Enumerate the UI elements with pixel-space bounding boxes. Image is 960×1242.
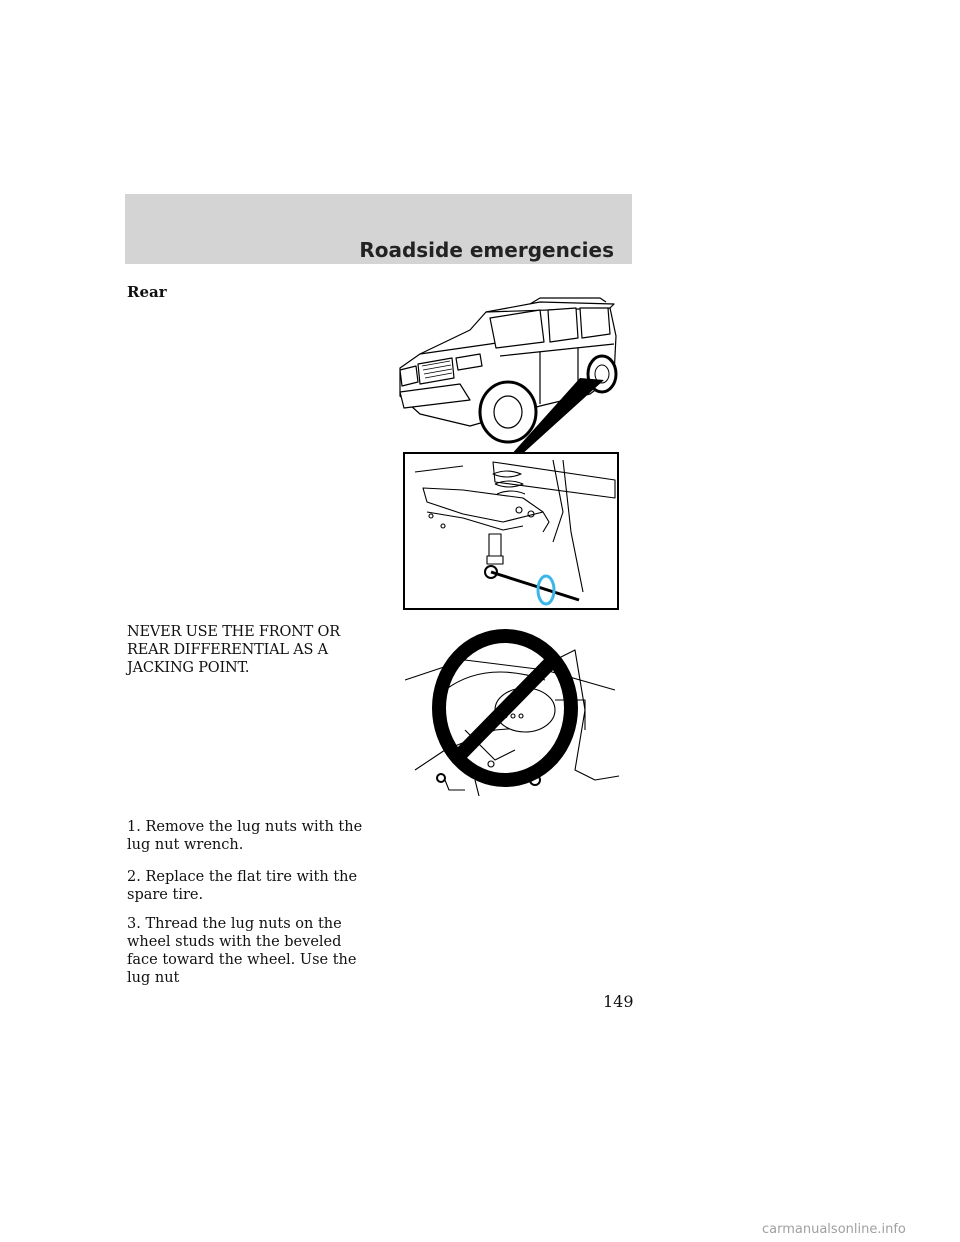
step-2: 2. Replace the flat tire with the spare … [127, 869, 358, 903]
page-number: 149 [603, 992, 634, 1011]
section-title: Roadside emergencies [359, 238, 614, 262]
subheading: Rear [127, 283, 167, 301]
suv-illustration [399, 297, 618, 456]
warning-text: NEVER USE THE FRONT OR REAR DIFFERENTIAL… [127, 624, 340, 676]
section-header-band: Roadside emergencies [125, 194, 632, 264]
step-3: 3. Thread the lug nuts on the wheel stud… [127, 916, 357, 986]
footer-watermark[interactable]: carmanualsonline.info [762, 1222, 906, 1237]
rear-axle-jack-detail-illustration [403, 452, 619, 610]
step-1: 1. Remove the lug nuts with the lug nut … [127, 819, 363, 853]
no-jack-differential-icon [404, 629, 620, 797]
